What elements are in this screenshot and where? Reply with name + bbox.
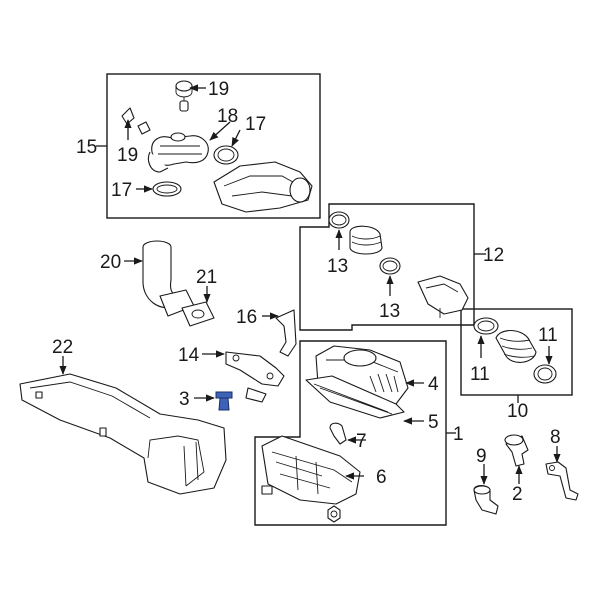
- clip-7[interactable]: [329, 422, 347, 445]
- clamp-19-top[interactable]: [175, 80, 193, 98]
- bellows-hose-10[interactable]: [495, 329, 537, 363]
- fitting-19-small[interactable]: [179, 97, 189, 112]
- group-frame-1: [254, 340, 447, 526]
- callout-8[interactable]: 8: [550, 427, 561, 448]
- callout-9[interactable]: 9: [476, 446, 487, 467]
- callout-14[interactable]: 14: [178, 345, 200, 366]
- callout-11-right[interactable]: 11: [538, 325, 558, 346]
- hose-2[interactable]: [504, 434, 529, 467]
- callout-5[interactable]: 5: [428, 412, 439, 433]
- callout-6[interactable]: 6: [376, 467, 387, 488]
- bracket-16[interactable]: [275, 309, 297, 357]
- callout-13-top[interactable]: 13: [327, 256, 348, 277]
- leader-17-right: [231, 129, 241, 147]
- callout-12[interactable]: 12: [483, 245, 504, 266]
- callout-17-right[interactable]: 17: [245, 114, 266, 135]
- resonator-hose-18[interactable]: [147, 132, 209, 173]
- bracket-8[interactable]: [545, 461, 579, 501]
- clamp-11-left[interactable]: [473, 317, 499, 335]
- clamp-13-bottom[interactable]: [379, 257, 401, 275]
- callout-7[interactable]: 7: [356, 431, 367, 452]
- gasket-21[interactable]: [181, 301, 215, 327]
- callout-18[interactable]: 18: [217, 106, 238, 127]
- air-inlet-duct-15[interactable]: [213, 161, 313, 213]
- callout-22[interactable]: 22: [52, 337, 73, 358]
- resonator-22[interactable]: [19, 373, 227, 495]
- callout-17-left[interactable]: 17: [111, 180, 132, 201]
- callout-2[interactable]: 2: [512, 484, 523, 505]
- callout-19-top[interactable]: 19: [208, 79, 229, 100]
- bolt-3[interactable]: [215, 391, 233, 411]
- grommet-nut[interactable]: [327, 505, 341, 523]
- callout-16[interactable]: 16: [236, 307, 257, 328]
- callout-19-left[interactable]: 19: [117, 145, 138, 166]
- callout-4[interactable]: 4: [428, 374, 439, 395]
- callout-10[interactable]: 10: [507, 401, 528, 422]
- outlet-duct-12[interactable]: [417, 275, 469, 318]
- leader-18: [209, 121, 231, 141]
- air-filter-5[interactable]: [305, 375, 405, 419]
- bellows-hose-12[interactable]: [349, 225, 383, 255]
- callout-11-left[interactable]: 11: [470, 364, 490, 385]
- drain-hose-9[interactable]: [473, 484, 499, 515]
- inlet-pipe-20[interactable]: [142, 240, 195, 317]
- clamp-11-right[interactable]: [533, 364, 557, 384]
- clamp-13-top[interactable]: [328, 211, 350, 229]
- clamp-17-right[interactable]: [213, 145, 239, 165]
- callout-20[interactable]: 20: [100, 252, 121, 273]
- bracket-14[interactable]: [225, 351, 285, 403]
- lower-housing-6[interactable]: [261, 435, 361, 505]
- clamp-17-left[interactable]: [152, 181, 182, 197]
- callout-13-bottom[interactable]: 13: [379, 301, 400, 322]
- clip-19-left[interactable]: [121, 107, 151, 135]
- callout-3[interactable]: 3: [179, 389, 190, 410]
- callout-1[interactable]: 1: [453, 424, 464, 445]
- callout-21[interactable]: 21: [196, 267, 217, 288]
- callout-15[interactable]: 15: [76, 137, 97, 158]
- group-frame-10: [460, 308, 573, 396]
